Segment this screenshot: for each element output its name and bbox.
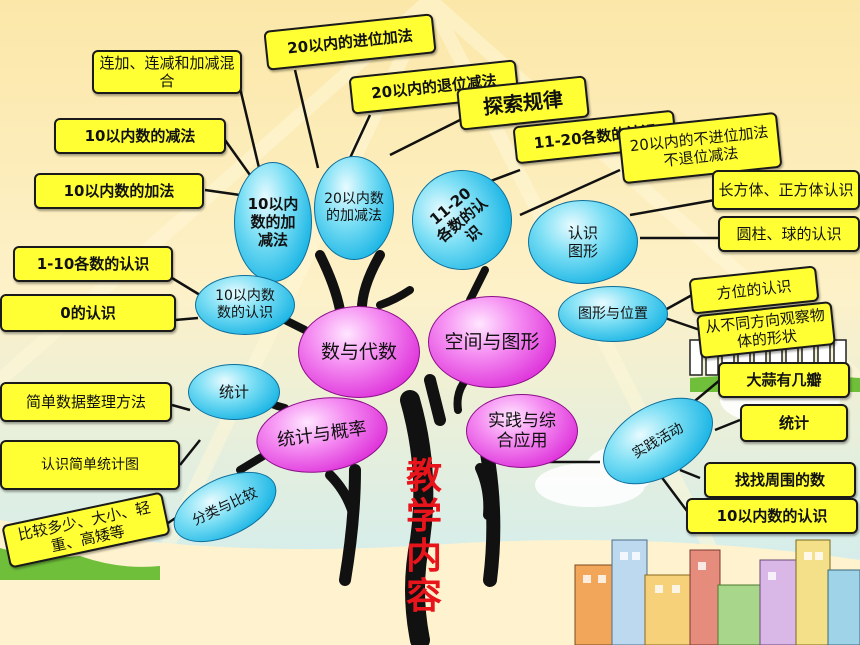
box-simple-chart: 认识简单统计图 xyxy=(0,440,180,490)
node-statistics: 统计 xyxy=(188,364,280,420)
node-recognize-shapes: 认识图形 xyxy=(528,200,638,284)
connector-lines xyxy=(164,69,741,527)
box-cylinder-ball: 圆柱、球的认识 xyxy=(718,216,860,252)
box-simple-data: 简单数据整理方法 xyxy=(0,382,172,422)
title-char-3: 内 xyxy=(405,535,442,577)
title-char-1: 教 xyxy=(405,455,442,497)
node-recognize-10: 10以内数数的认识 xyxy=(195,275,295,335)
box-subtraction-10: 10以内数的减法 xyxy=(54,118,226,154)
main-title: 教 学 内 容 xyxy=(404,456,444,616)
box-garlic: 大蒜有几瓣 xyxy=(718,362,850,398)
box-statistics-practice: 统计 xyxy=(740,404,848,442)
box-find-numbers: 找找周围的数 xyxy=(704,462,856,498)
box-addition-10: 10以内数的加法 xyxy=(34,173,204,209)
box-cuboid-cube: 长方体、正方体认识 xyxy=(712,170,860,210)
node-number-algebra: 数与代数 xyxy=(298,306,420,398)
node-space-shape: 空间与图形 xyxy=(428,296,556,388)
title-char-2: 学 xyxy=(405,495,442,537)
node-add-sub-20: 20以内数的加减法 xyxy=(314,156,394,260)
node-add-sub-10: 10以内数的加减法 xyxy=(234,162,312,282)
city-buildings xyxy=(574,539,860,645)
box-mixed-add-sub: 连加、连减和加减混合 xyxy=(92,50,242,94)
box-recognize-1-10: 1-10各数的认识 xyxy=(13,246,173,282)
node-shape-position: 图形与位置 xyxy=(558,286,668,342)
box-recognize-10: 10以内数的认识 xyxy=(686,498,858,534)
node-practice-application: 实践与综合应用 xyxy=(466,394,578,468)
title-char-4: 容 xyxy=(405,575,442,617)
box-zero: 0的认识 xyxy=(0,294,176,332)
